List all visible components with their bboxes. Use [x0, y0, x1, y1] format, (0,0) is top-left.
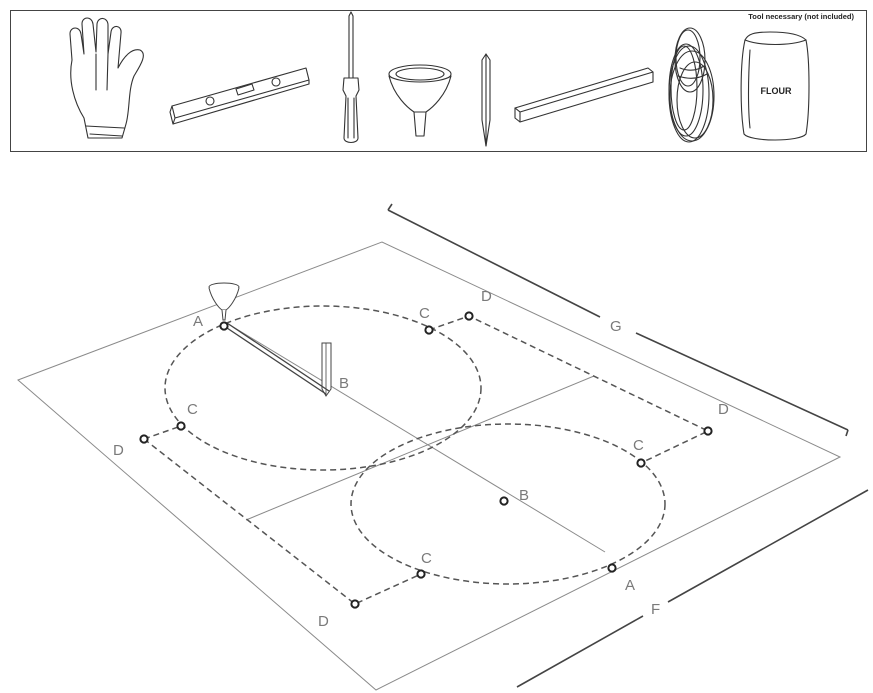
glove-icon — [69, 17, 144, 139]
wooden-batten-icon — [514, 67, 654, 123]
stake-icon — [481, 53, 491, 147]
ground-plane — [17, 241, 842, 691]
tools-caption: Tool necessary (not included) — [745, 12, 857, 21]
label-d-right: D — [718, 401, 729, 418]
layout-diagram: A A B B C C C C D D D D G F — [17, 203, 869, 691]
label-c-right: C — [633, 437, 644, 454]
funnel-dispenser-icon — [208, 282, 240, 321]
center-stake — [321, 342, 332, 397]
field-centerline — [224, 321, 606, 553]
label-f: F — [651, 601, 660, 618]
point-c-top — [424, 325, 434, 335]
rope-coil-icon — [668, 27, 715, 143]
point-d-top — [464, 311, 474, 321]
outer-boundary — [143, 315, 710, 605]
point-b-lower — [499, 496, 509, 506]
point-c-left — [176, 421, 186, 431]
label-a-upper: A — [193, 313, 203, 330]
dimension-line-g — [387, 209, 849, 431]
point-d-bottom — [350, 599, 360, 609]
point-c-bottom — [416, 569, 426, 579]
rope-line — [223, 322, 330, 395]
tools-panel: FLOUR Tool necessary (not included) — [10, 10, 867, 152]
point-c-right — [636, 458, 646, 468]
flour-bag-icon: FLOUR — [740, 31, 810, 141]
point-a-lower — [607, 563, 617, 573]
label-g: G — [610, 318, 622, 335]
field-crossline — [245, 375, 595, 521]
label-c-bottom: C — [421, 550, 432, 567]
lower-circle — [350, 423, 666, 585]
label-d-bottom: D — [318, 613, 329, 630]
label-b-lower: B — [519, 487, 529, 504]
tools-frame: FLOUR — [10, 10, 867, 152]
point-labels: A A B B C C C C D D D D G F — [113, 288, 729, 630]
label-d-top: D — [481, 288, 492, 305]
spirit-level-icon — [169, 67, 310, 125]
dimension-line-f — [516, 489, 869, 688]
point-a-upper — [219, 321, 229, 331]
funnel-icon — [388, 64, 452, 137]
label-b-upper: B — [339, 375, 349, 392]
label-d-left: D — [113, 442, 124, 459]
dimension-lines — [387, 203, 869, 688]
marker-points — [139, 311, 713, 609]
marking-circles — [164, 305, 666, 585]
label-a-lower: A — [625, 577, 635, 594]
label-c-left: C — [187, 401, 198, 418]
ground-outline — [17, 241, 842, 691]
screwdriver-icon — [342, 11, 360, 144]
label-c-top: C — [419, 305, 430, 322]
point-d-right — [703, 426, 713, 436]
point-d-left — [139, 434, 149, 444]
flour-bag-label: FLOUR — [761, 86, 792, 96]
upper-circle — [164, 305, 482, 471]
